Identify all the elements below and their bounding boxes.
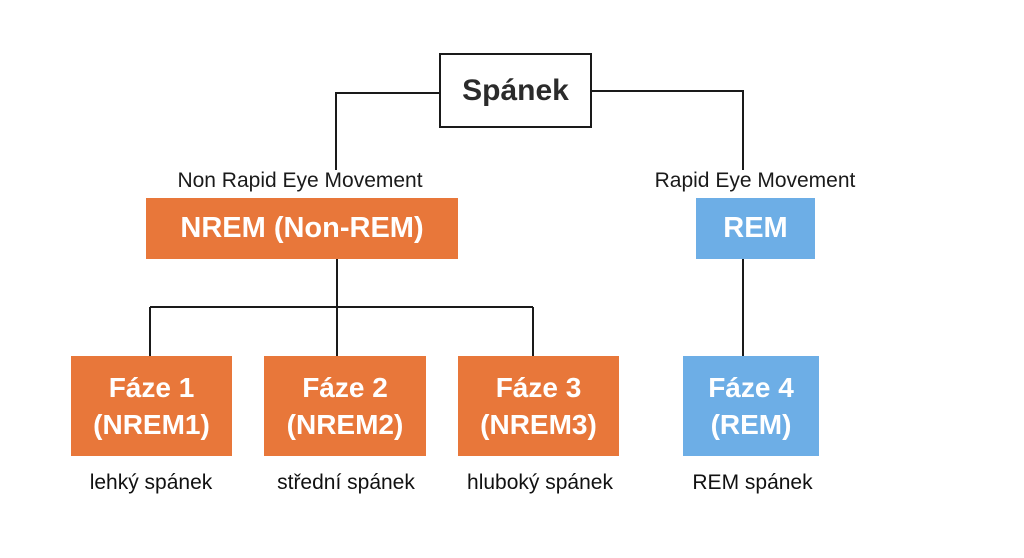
- stage-2-title: Fáze 2: [302, 372, 388, 403]
- root-node-sleep: Spánek: [439, 53, 592, 128]
- root-label: Spánek: [462, 73, 569, 107]
- connector-root-to-nrem: [335, 92, 439, 170]
- stage-1-code: (NREM1): [93, 409, 210, 440]
- stage-node-3: Fáze 3 (NREM3): [458, 356, 619, 456]
- stage-3-code: (NREM3): [480, 409, 597, 440]
- nrem-caption: Non Rapid Eye Movement: [177, 169, 423, 192]
- stage-node-2: Fáze 2 (NREM2): [264, 356, 426, 456]
- rem-node: REM: [696, 198, 815, 259]
- stage-1-description: lehký spánek: [89, 471, 213, 494]
- stage-3-title: Fáze 3: [495, 372, 582, 403]
- stage-node-1: Fáze 1 (NREM1): [71, 356, 232, 456]
- stage-4-title: Fáze 4: [708, 372, 794, 403]
- stage-2-description: střední spánek: [277, 471, 415, 494]
- nrem-node: NREM (Non-REM): [146, 198, 458, 259]
- connector-root-to-rem: [592, 90, 744, 170]
- rem-node-label: REM: [723, 212, 788, 244]
- stage-1-title: Fáze 1: [108, 372, 195, 403]
- stage-4-code: (REM): [710, 409, 792, 440]
- stage-2-code: (NREM2): [286, 409, 404, 440]
- stage-3-description: hluboký spánek: [467, 471, 613, 494]
- stage-4-description: REM spánek: [692, 471, 813, 494]
- rem-caption: Rapid Eye Movement: [654, 169, 856, 192]
- stage-node-4: Fáze 4 (REM): [683, 356, 819, 456]
- nrem-node-label: NREM (Non-REM): [180, 212, 424, 244]
